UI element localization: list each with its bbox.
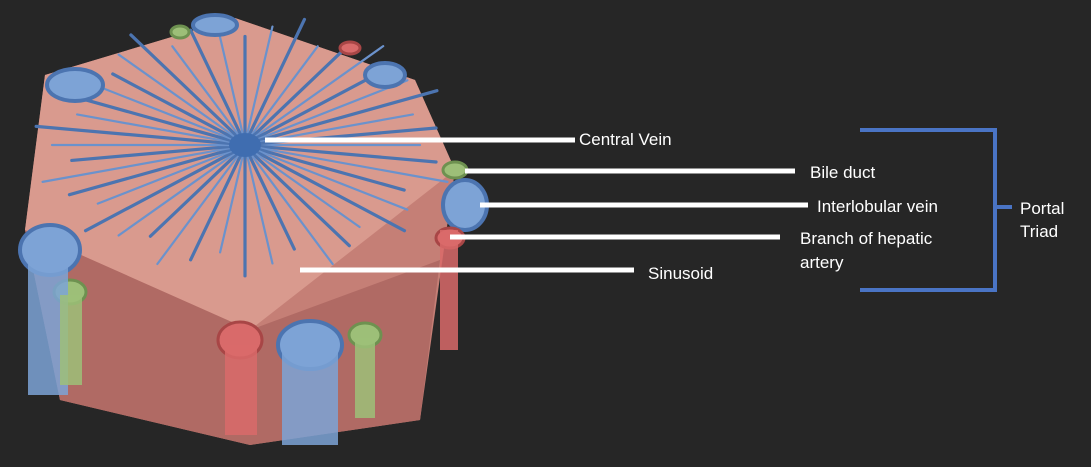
hepatic-artery-shape	[340, 42, 360, 54]
bile-duct-shape	[443, 162, 467, 178]
interlobular-vein-label: Interlobular vein	[817, 195, 938, 218]
interlobular-vein-shape	[47, 69, 103, 101]
bile-duct-shape	[171, 26, 189, 38]
sinusoid-label: Sinusoid	[648, 262, 713, 285]
hepatic-artery-label-line2: artery	[800, 251, 843, 274]
central-vein-shape	[229, 133, 261, 157]
portal-triad-label-line2: Triad	[1020, 220, 1058, 243]
central-vein-label: Central Vein	[579, 128, 672, 151]
hepatic-artery-label-line1: Branch of hepatic	[800, 227, 932, 250]
portal-triad-label-line1: Portal	[1020, 197, 1064, 220]
interlobular-vein-shape	[193, 15, 237, 35]
interlobular-vein-shape	[365, 63, 405, 87]
bile-duct-label: Bile duct	[810, 161, 875, 184]
